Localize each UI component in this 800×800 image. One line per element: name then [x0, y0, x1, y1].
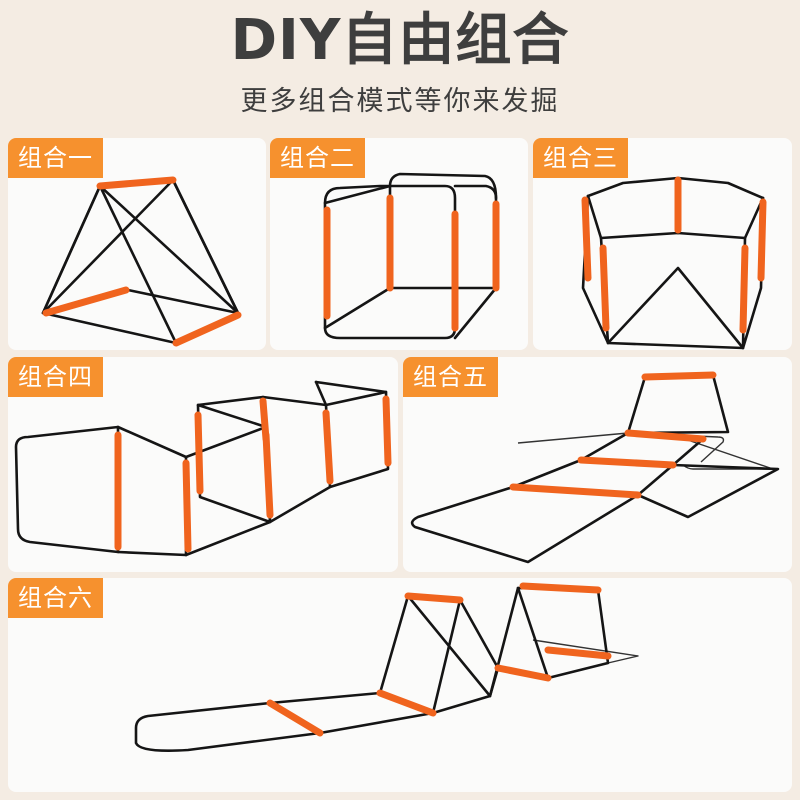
combo-6-illustration — [134, 582, 639, 752]
combo-4-illustration — [14, 380, 392, 557]
combo-5-illustration — [410, 371, 780, 564]
combo-1-label: 组合一 — [8, 138, 103, 178]
combo-3-illustration — [581, 176, 767, 350]
combo-panel-6: 组合六 — [8, 578, 792, 792]
combo-panel-5: 组合五 — [403, 357, 792, 572]
combo-6-label: 组合六 — [8, 578, 103, 618]
combo-3-label: 组合三 — [533, 138, 628, 178]
combo-2-label: 组合二 — [270, 138, 365, 178]
page-title: DIY自由组合 — [230, 8, 570, 73]
combo-5-label: 组合五 — [403, 357, 498, 397]
page-subtitle: 更多组合模式等你来发掘 — [240, 86, 560, 117]
combo-panel-3: 组合三 — [533, 138, 792, 350]
combo-2-illustration — [323, 172, 500, 340]
combo-panel-1: 组合一 — [8, 138, 266, 350]
combo-1-illustration — [41, 176, 242, 347]
combo-panel-4: 组合四 — [8, 357, 398, 572]
combo-4-label: 组合四 — [8, 357, 103, 397]
combo-panel-2: 组合二 — [270, 138, 528, 350]
